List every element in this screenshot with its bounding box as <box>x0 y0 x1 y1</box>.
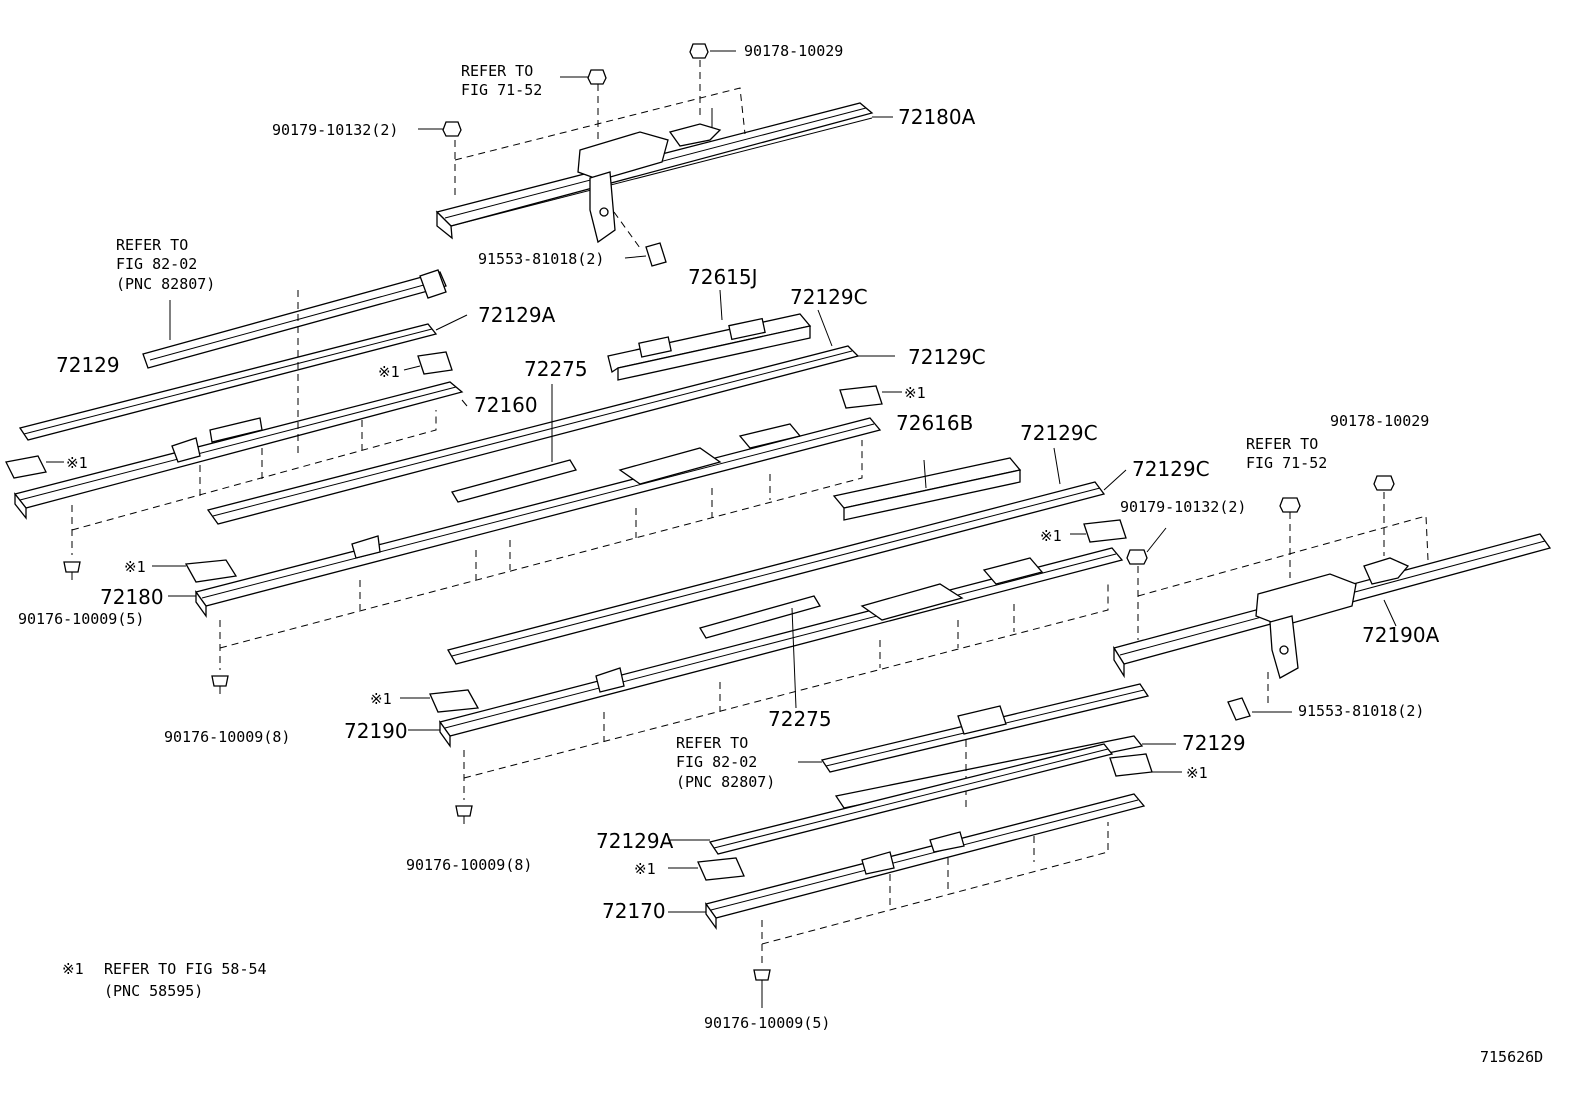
pad-x1-f <box>400 689 480 713</box>
pad-x1-a <box>403 351 453 375</box>
pad-x1-h <box>668 857 745 881</box>
label-72129C-1: 72129C <box>790 285 868 309</box>
rail-72190-illustration <box>408 547 1124 749</box>
label-90178-top: 90178-10029 <box>744 42 843 60</box>
footnote-line2: (PNC 58595) <box>104 982 203 1000</box>
label-refer-left-2: FIG 82-02 <box>116 255 197 273</box>
rail-72170-illustration <box>668 793 1146 931</box>
label-refer-center-1: REFER TO <box>676 734 748 752</box>
clip-icon-90176-5-left <box>63 561 81 580</box>
pad-x1-d <box>1070 519 1127 543</box>
plate-72616B-illustration <box>832 457 1022 521</box>
label-refer-top-1: REFER TO <box>461 62 533 80</box>
dashed-guides-bottom <box>761 822 1109 966</box>
bolt-icon-91553-top <box>624 242 667 267</box>
dashed-guides-center <box>463 580 1109 800</box>
mark-x1-a: ※1 <box>378 363 400 381</box>
dashed-guides-top <box>454 60 746 249</box>
label-refer-center-2: FIG 82-02 <box>676 753 757 771</box>
label-refer-right-2: FIG 71-52 <box>1246 454 1327 472</box>
rail-72190A-illustration <box>1112 533 1552 679</box>
dashed-guides-center-left <box>219 440 863 670</box>
label-91553-top: 91553-81018(2) <box>478 250 604 268</box>
label-72180: 72180 <box>100 585 164 609</box>
label-90176-5-bottom: 90176-10009(5) <box>704 1014 830 1032</box>
diagram-id: 715626D <box>1480 1048 1543 1066</box>
label-refer-right-1: REFER TO <box>1246 435 1318 453</box>
bracket-illustration-center <box>798 683 1150 773</box>
label-72129C-3: 72129C <box>1020 421 1098 445</box>
rail-72129C-3-illustration <box>447 447 1127 665</box>
rail-72180-illustration <box>168 417 882 619</box>
label-72275-bottom: 72275 <box>768 707 832 731</box>
label-72190A: 72190A <box>1362 623 1440 647</box>
label-90176-8-center: 90176-10009(8) <box>406 856 532 874</box>
nut-icon-90179-right <box>1126 527 1167 565</box>
rail-72180A-illustration <box>435 102 874 244</box>
label-91553-right: 91553-81018(2) <box>1298 702 1424 720</box>
label-90176-5-left: 90176-10009(5) <box>18 610 144 628</box>
label-72129A-bottom: 72129A <box>596 829 674 853</box>
label-90176-8-left: 90176-10009(8) <box>164 728 290 746</box>
label-72129C-4: 72129C <box>1132 457 1210 481</box>
mark-x1-h: ※1 <box>634 860 656 878</box>
pad-x1-e <box>152 559 238 583</box>
label-refer-left-1: REFER TO <box>116 236 188 254</box>
label-72180A: 72180A <box>898 105 976 129</box>
mark-x1-e: ※1 <box>124 558 146 576</box>
label-72616B: 72616B <box>896 411 973 435</box>
label-90179-right: 90179-10132(2) <box>1120 498 1246 516</box>
label-72129-left: 72129 <box>56 353 120 377</box>
bracket-illustration-left <box>142 269 447 369</box>
pad-x1-g <box>1109 753 1182 777</box>
mark-x1-b: ※1 <box>66 454 88 472</box>
mark-x1-c: ※1 <box>904 384 926 402</box>
rail-72160-illustration <box>13 381 468 520</box>
footnote-line1: REFER TO FIG 58-54 <box>104 960 267 978</box>
pad-x1-b <box>5 455 64 479</box>
label-refer-left-3: (PNC 82807) <box>116 275 215 293</box>
label-72190: 72190 <box>344 719 408 743</box>
label-refer-top-2: FIG 71-52 <box>461 81 542 99</box>
nut-icon-refer-top <box>560 69 607 85</box>
nut-icon-90178-top <box>689 43 736 59</box>
clip-icon-90176-8-left <box>211 675 229 694</box>
footnote-mark: ※1 <box>62 960 84 978</box>
mark-x1-d: ※1 <box>1040 527 1062 545</box>
label-72129C-2: 72129C <box>908 345 986 369</box>
nut-icon-90178-right <box>1373 475 1395 491</box>
label-72160: 72160 <box>474 393 538 417</box>
label-72275-top: 72275 <box>524 357 588 381</box>
label-72170: 72170 <box>602 899 666 923</box>
label-72615J: 72615J <box>688 265 758 289</box>
dashed-guides-right <box>1137 492 1429 704</box>
dashed-guides-left <box>71 290 437 555</box>
rail-72129A-bottom-illustration <box>668 743 1114 855</box>
label-72129-right: 72129 <box>1182 731 1246 755</box>
pad-x1-c <box>839 385 902 409</box>
label-refer-center-3: (PNC 82807) <box>676 773 775 791</box>
mark-x1-g: ※1 <box>1186 764 1208 782</box>
clip-icon-90176-5-bottom <box>753 969 771 1008</box>
nut-icon-90179-top <box>418 121 462 137</box>
nut-icon-refer-right <box>1279 497 1301 513</box>
part-72275-top-illustration <box>451 384 577 503</box>
bolt-icon-91553-right <box>1227 697 1292 721</box>
plate-72615J-illustration <box>607 289 812 381</box>
rail-72129A-top-illustration <box>18 314 468 441</box>
label-72129A-top: 72129A <box>478 303 556 327</box>
rail-72129C-1-illustration <box>206 309 895 525</box>
clip-icon-90176-8-center <box>455 805 473 824</box>
label-90179-top: 90179-10132(2) <box>272 121 398 139</box>
mark-x1-f: ※1 <box>370 690 392 708</box>
label-90178-right: 90178-10029 <box>1330 412 1429 430</box>
